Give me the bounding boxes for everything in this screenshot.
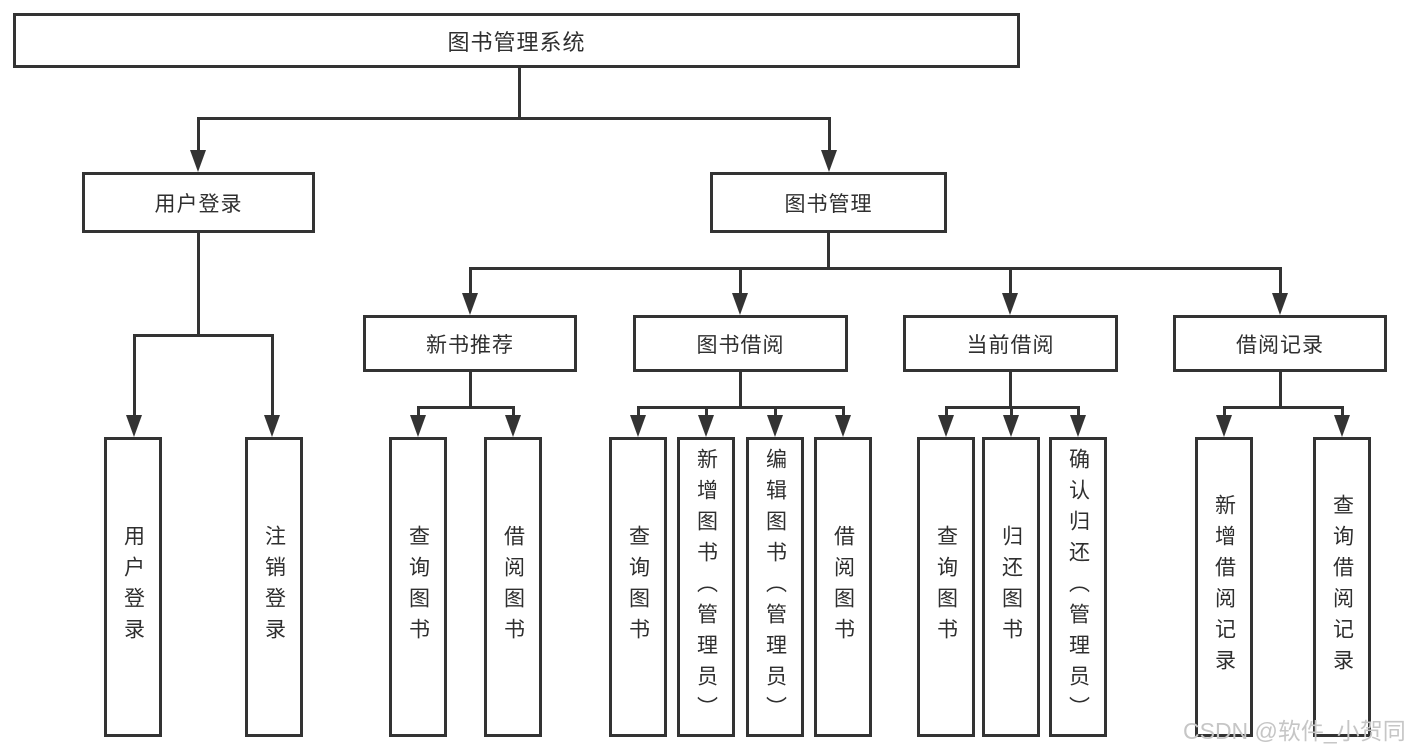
arrowhead-icon: [698, 415, 714, 437]
edge-line: [637, 406, 845, 409]
node-borrow-records: 借阅记录: [1173, 315, 1387, 372]
arrowhead-icon: [462, 293, 478, 315]
edge-line: [1077, 406, 1080, 417]
arrowhead-icon: [732, 293, 748, 315]
arrowhead-icon: [835, 415, 851, 437]
edge-line: [518, 68, 521, 120]
node-library-management-system: 图书管理系统: [13, 13, 1020, 68]
edge-line: [1279, 267, 1282, 295]
edge-line: [197, 117, 831, 120]
arrowhead-icon: [264, 415, 280, 437]
edge-line: [271, 334, 274, 417]
node-current-borrow: 当前借阅: [903, 315, 1118, 372]
leaf-nbr-borrow-books: 借阅图书: [484, 437, 542, 737]
arrowhead-icon: [1002, 293, 1018, 315]
edge-line: [1009, 267, 1012, 295]
edge-line: [945, 406, 948, 417]
edge-line: [417, 406, 515, 409]
leaf-logout: 注销登录: [245, 437, 303, 737]
edge-line: [469, 267, 472, 295]
arrowhead-icon: [505, 415, 521, 437]
node-user-login: 用户登录: [82, 172, 315, 233]
csdn-watermark: CSDN @软件_小贺同学: [1183, 718, 1405, 744]
edge-line: [133, 334, 274, 337]
edge-line: [739, 372, 742, 409]
arrowhead-icon: [938, 415, 954, 437]
leaf-bb-query-books: 查询图书: [609, 437, 667, 737]
leaf-cb-confirm-return-admin: 确认归还（管理员）: [1049, 437, 1107, 737]
arrowhead-icon: [126, 415, 142, 437]
arrowhead-icon: [1003, 415, 1019, 437]
leaf-br-add-record: 新增借阅记录: [1195, 437, 1253, 737]
edge-line: [512, 406, 515, 417]
leaf-nbr-query-books: 查询图书: [389, 437, 447, 737]
arrowhead-icon: [630, 415, 646, 437]
edge-line: [469, 372, 472, 409]
arrowhead-icon: [1216, 415, 1232, 437]
edge-line: [133, 334, 136, 417]
edge-line: [827, 233, 830, 270]
edge-line: [1223, 406, 1226, 417]
arrowhead-icon: [410, 415, 426, 437]
edge-line: [1009, 372, 1012, 409]
edge-line: [637, 406, 640, 417]
leaf-bb-add-books-admin: 新增图书（管理员）: [677, 437, 735, 737]
leaf-user-login: 用户登录: [104, 437, 162, 737]
node-book-management: 图书管理: [710, 172, 947, 233]
arrowhead-icon: [821, 150, 837, 172]
edge-line: [739, 267, 742, 295]
edge-line: [1341, 406, 1344, 417]
leaf-cb-return-books: 归还图书: [982, 437, 1040, 737]
edge-line: [705, 406, 708, 417]
edge-line: [828, 117, 831, 154]
edge-line: [1010, 406, 1013, 417]
arrowhead-icon: [1070, 415, 1086, 437]
leaf-bb-edit-books-admin: 编辑图书（管理员）: [746, 437, 804, 737]
edge-line: [197, 233, 200, 337]
arrowhead-icon: [1334, 415, 1350, 437]
edge-line: [417, 406, 420, 417]
edge-line: [469, 267, 1282, 270]
edge-line: [1223, 406, 1343, 409]
leaf-br-query-record: 查询借阅记录: [1313, 437, 1371, 737]
arrowhead-icon: [1272, 293, 1288, 315]
arrowhead-icon: [190, 150, 206, 172]
edge-line: [842, 406, 845, 417]
node-book-borrow: 图书借阅: [633, 315, 848, 372]
edge-line: [774, 406, 777, 417]
node-new-book-recommend: 新书推荐: [363, 315, 577, 372]
edge-line: [197, 117, 200, 154]
edge-line: [1279, 372, 1282, 409]
leaf-cb-query-books: 查询图书: [917, 437, 975, 737]
arrowhead-icon: [767, 415, 783, 437]
leaf-bb-borrow-books: 借阅图书: [814, 437, 872, 737]
